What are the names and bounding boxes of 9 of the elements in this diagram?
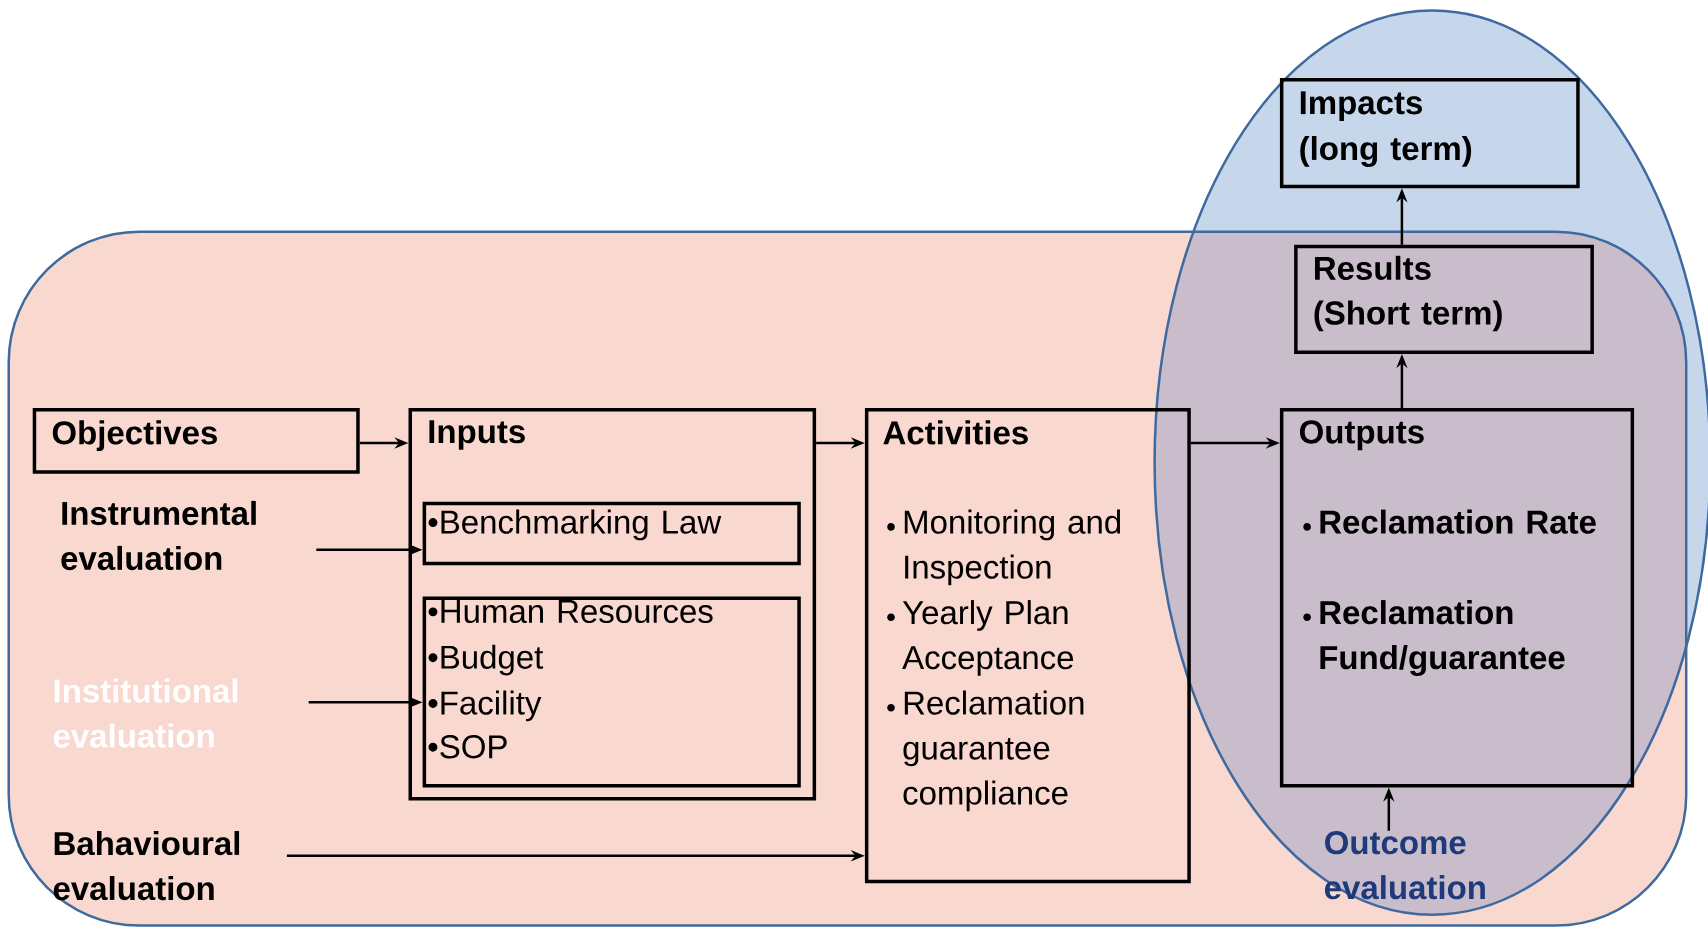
process-box: Objectives — [32, 408, 360, 474]
process-box: Impacts (long term) — [1279, 78, 1580, 189]
text-label: Bahavioural evaluation — [53, 831, 240, 901]
process-box: Results (Short term) — [1294, 244, 1594, 354]
process-box: •Human Resources •Budget •Facility •SOP — [422, 596, 801, 788]
process-box: Activities Monitoring and Inspection Yearly Plan Acceptance Reclamation guarantee compliance — [864, 408, 1191, 884]
process-box: •Benchmarking Law — [422, 501, 801, 566]
process-box: Outputs Reclamation Rate Reclamation Fund/guarantee — [1279, 408, 1635, 788]
text-label: Instrumental evaluation — [61, 500, 256, 571]
